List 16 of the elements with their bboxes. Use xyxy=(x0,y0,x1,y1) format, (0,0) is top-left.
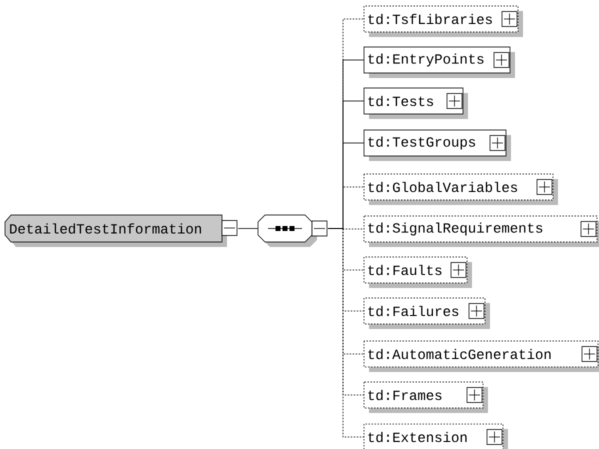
element-box: td:Extension xyxy=(364,424,508,449)
sequence-compositor xyxy=(258,214,328,247)
element-box: td:AutomaticGeneration xyxy=(364,340,599,372)
element-box: td:Faults xyxy=(364,256,472,288)
element-box: td:GlobalVariables xyxy=(364,174,558,205)
connector xyxy=(238,228,258,229)
element-box: td:SignalRequirements xyxy=(364,216,599,247)
element-box: td:Tests xyxy=(364,88,468,119)
element-box: td:TsfLibraries xyxy=(364,6,523,37)
connector xyxy=(328,142,364,229)
element-box: td:EntryPoints xyxy=(364,46,515,78)
element-box: DetailedTestInformation xyxy=(4,214,238,247)
element-box: td:Failures xyxy=(364,298,490,329)
element-box: td:Frames xyxy=(364,382,488,413)
element-box: td:TestGroups xyxy=(364,130,511,161)
connector xyxy=(328,228,364,438)
